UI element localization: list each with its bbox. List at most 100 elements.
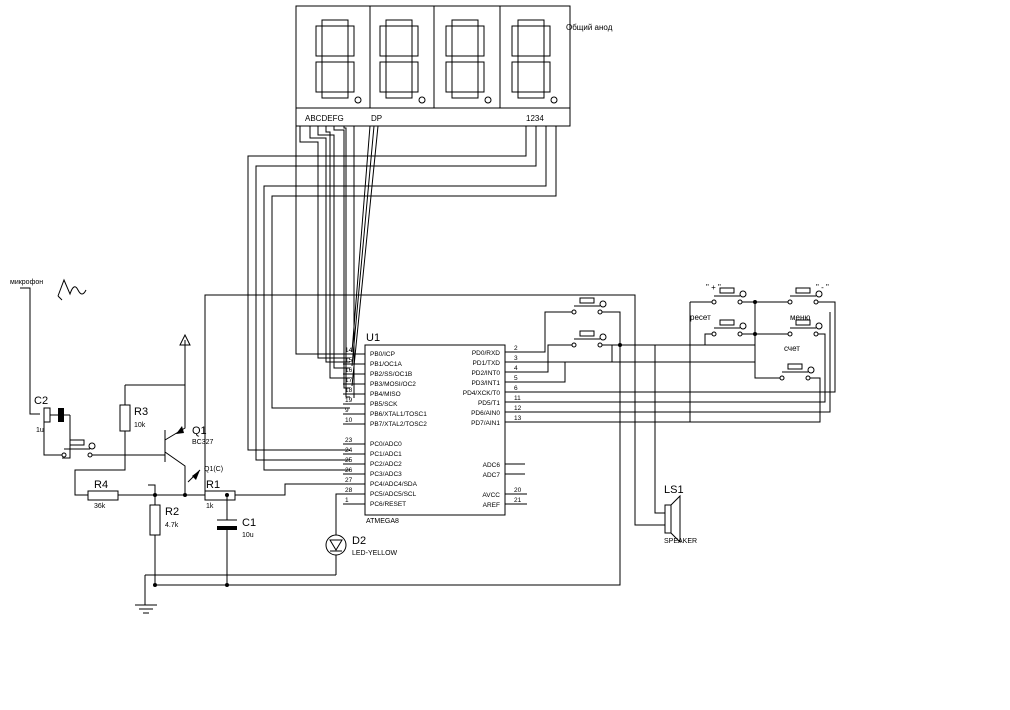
pin-number: 24 — [345, 447, 353, 454]
r1-ref: R1 — [206, 479, 220, 491]
pin-number: 26 — [345, 467, 353, 474]
mic-wave-icon — [57, 278, 87, 297]
display-dp-pin-label: DP — [371, 114, 382, 123]
digit-2 — [379, 19, 426, 104]
pin-name: ADC6 — [483, 462, 501, 469]
pin-number: 4 — [514, 365, 518, 372]
pin-name: AREF — [483, 502, 500, 509]
transistor-q1: Q1 BC327 Q1(C) — [125, 385, 223, 495]
pin-number: 6 — [514, 385, 518, 392]
pin-number: 17 — [345, 377, 353, 384]
u1-part: ATMEGA8 — [366, 518, 399, 525]
segment-g — [385, 55, 413, 63]
pin-number: 12 — [514, 405, 522, 412]
d2-ref: D2 — [352, 535, 366, 547]
pin-number: 5 — [514, 375, 518, 382]
r4-value: 36k — [94, 503, 106, 510]
pin-number: 28 — [345, 487, 353, 494]
pin-name: PC3/ADC3 — [370, 471, 402, 478]
segment-g — [321, 55, 349, 63]
mic-label: микрофон — [10, 279, 43, 286]
r4-ref: R4 — [94, 479, 108, 491]
pin-name: PD1/TXD — [473, 360, 501, 367]
input-pushbutton — [43, 415, 125, 459]
pin-number: 25 — [345, 457, 353, 464]
pin-name: PB6/XTAL1/TOSC1 — [370, 411, 427, 418]
digit-4 — [511, 19, 558, 104]
display-wires — [247, 125, 557, 471]
pin-number: 21 — [514, 497, 522, 504]
pin-name: AVCC — [482, 492, 500, 499]
segment-f — [315, 25, 323, 57]
r1-value: 1k — [206, 503, 214, 510]
button-minus: " - " — [740, 283, 836, 393]
ls1-value: SPEAKER — [664, 538, 697, 545]
button-plus: " + " — [690, 283, 755, 305]
segment-b — [347, 25, 355, 57]
segment-f — [379, 25, 387, 57]
segment-d — [451, 91, 479, 99]
ls1-ref: LS1 — [664, 484, 684, 496]
feedback-wire — [204, 294, 665, 526]
segment-b — [543, 25, 551, 57]
digit-3 — [445, 19, 492, 104]
pin-name: PB0/ICP — [370, 351, 395, 358]
pin-number: 19 — [345, 397, 353, 404]
pin-number: 23 — [345, 437, 353, 444]
pin-number: 2 — [514, 345, 518, 352]
pin-name: PC1/ADC1 — [370, 451, 402, 458]
q1-value: BC327 — [192, 439, 214, 446]
segment-e — [315, 61, 323, 93]
pin-number: 1 — [345, 497, 349, 504]
digit-1 — [315, 19, 362, 104]
r3-ref: R3 — [134, 406, 148, 418]
segment-c — [347, 61, 355, 93]
segment-a — [385, 19, 413, 27]
decimal-point — [418, 96, 426, 104]
r3-value: 10k — [134, 422, 146, 429]
pin-name: PB4/MISO — [370, 391, 401, 398]
u1-ref: U1 — [366, 332, 380, 344]
pin-name: ADC7 — [483, 472, 501, 479]
pin-name: PC6/RESET — [370, 501, 406, 508]
pin-number: 18 — [345, 387, 353, 394]
speaker-ls1: LS1 SPEAKER — [620, 344, 697, 545]
segment-b — [477, 25, 485, 57]
pin-number: 14 — [345, 347, 353, 354]
segment-e — [379, 61, 387, 93]
seven-segment-display: Общий анод ABCDEFG DP 1234 — [295, 5, 613, 127]
pin-name: PB1/OC1A — [370, 361, 402, 368]
decimal-point — [354, 96, 362, 104]
u1-right-wires — [505, 302, 831, 505]
resistor-r2: R2 4.7k — [149, 495, 179, 585]
pin-name: PC0/ADC0 — [370, 441, 402, 448]
pin-name: PD5/T1 — [478, 400, 500, 407]
pin-number: 27 — [345, 477, 353, 484]
pin-name: PD3/INT1 — [471, 380, 500, 387]
pin-name: PB3/MOSI/OC2 — [370, 381, 416, 388]
decimal-point — [550, 96, 558, 104]
pin-number: 3 — [514, 355, 518, 362]
segment-a — [321, 19, 349, 27]
pin-number: 11 — [514, 395, 521, 402]
pin-number: 15 — [345, 357, 353, 364]
pin-name: PD4/XCK/T0 — [463, 390, 501, 397]
vcc-symbol — [179, 333, 191, 385]
segment-d — [385, 91, 413, 99]
capacitor-c2: C2 1u — [34, 395, 70, 434]
button-count-label: счет — [784, 344, 800, 353]
r2-ref: R2 — [165, 506, 179, 518]
segment-e — [511, 61, 519, 93]
u1-atmega8: U1 ATMEGA8 14PB0/ICP15PB1/OC1A16PB2/SS/O… — [343, 332, 527, 525]
button-menu: меню — [690, 302, 826, 403]
pin-name: PD6/AIN0 — [471, 410, 500, 417]
